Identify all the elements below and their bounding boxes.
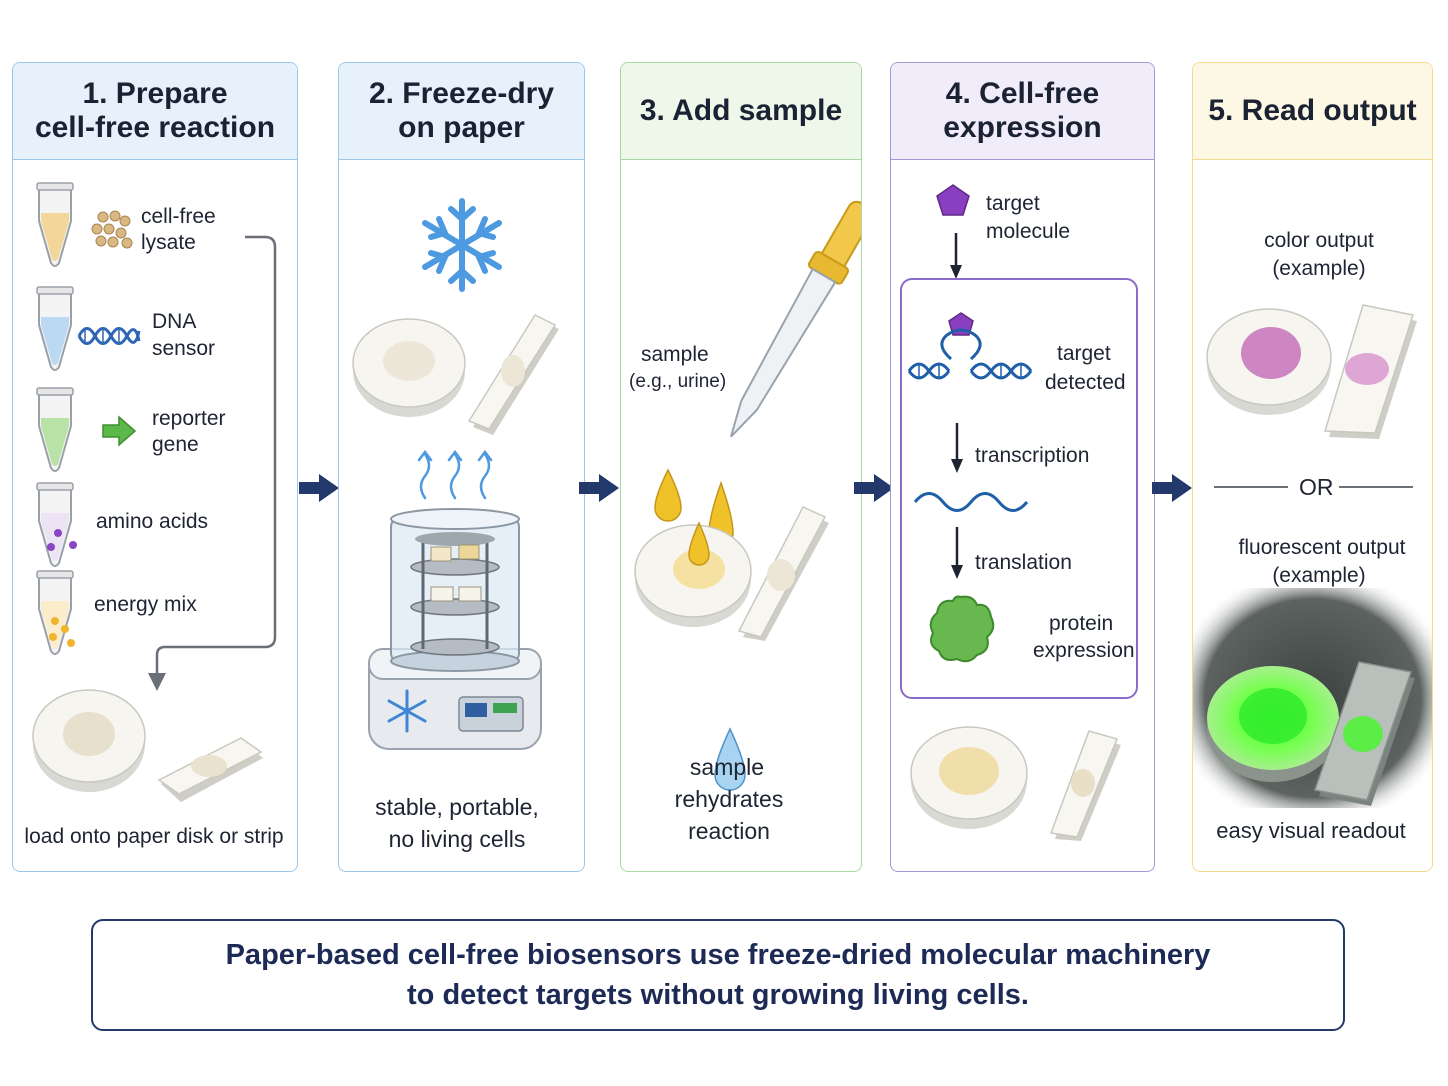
energy-mix-label: energy mix (94, 593, 197, 616)
protein-icon (929, 595, 995, 663)
paper-disk-strip-icon (32, 689, 263, 802)
panel-prepare-header: 1. Prepare cell-free reaction (13, 63, 297, 160)
expression-inner-box (900, 278, 1138, 699)
panel-add-sample-footer-line3: reaction (688, 818, 770, 844)
paper-disk-strip-icon (352, 314, 559, 435)
down-arrow-1-icon (950, 233, 962, 279)
summary-caption-box: Paper-based cell-free biosensors use fre… (91, 919, 1345, 1031)
step-arrow-4-icon (1152, 474, 1192, 502)
panel-prepare: 1. Prepare cell-free reaction cell-free … (12, 62, 298, 872)
protein-label-line1: protein (1049, 612, 1114, 635)
panel-read-output-header: 5. Read output (1193, 63, 1432, 160)
lysate-tube-icon (36, 182, 74, 267)
dna-helix-icon (77, 327, 141, 345)
fluorescent-disk-strip-icon (1193, 588, 1432, 808)
color-disk-strip-icon (1206, 304, 1417, 439)
panel-cell-free-expression: 4. Cell-free expression target molecule … (890, 62, 1155, 872)
color-output-label-line1: color output (1264, 229, 1374, 252)
target-molecule-label-line2: molecule (986, 220, 1071, 243)
down-arrow-2-icon (951, 423, 963, 473)
panel-freeze-dry-footer-line1: stable, portable, (375, 794, 539, 820)
lysate-label-line2: lysate (141, 231, 196, 254)
transcription-label: transcription (975, 444, 1090, 467)
wet-disk-strip-icon (634, 506, 829, 641)
panel-expression-header: 4. Cell-free expression (891, 63, 1154, 160)
reporter-gene-arrow-icon (102, 415, 137, 447)
expressed-disk-strip-icon (910, 726, 1121, 841)
or-divider-left (1214, 486, 1288, 488)
step-arrow-2-icon (579, 474, 619, 502)
snowflake-icon (422, 198, 502, 292)
translation-label: translation (975, 551, 1072, 574)
target-detected-label-line1: target (1057, 342, 1111, 365)
panel-add-sample-footer-line1: sample (689, 754, 765, 780)
sample-label-line2: (e.g., urine) (629, 371, 727, 392)
dropper-icon (730, 200, 861, 438)
panel-add-sample-footer-line2: rehydrates (674, 786, 784, 812)
panel-freeze-dry-title-line1: 2. Freeze-dry (368, 77, 555, 110)
protein-label-line2: expression (1033, 639, 1135, 662)
dna-label-line1: DNA (152, 310, 197, 333)
sensor-dna-icon (907, 312, 1033, 380)
fluor-output-label-line1: fluorescent output (1238, 536, 1406, 559)
panel-read-output: 5. Read output color output (example) OR… (1192, 62, 1433, 872)
or-divider-right (1339, 486, 1413, 488)
panel-freeze-dry-footer-line2: no living cells (388, 826, 526, 852)
panel-add-sample: 3. Add sample sample (e.g., urine) sampl… (620, 62, 862, 872)
panel-read-output-footer: easy visual readout (1216, 818, 1406, 843)
fluor-output-label-line2: (example) (1272, 564, 1366, 587)
reporter-tube-icon (36, 387, 74, 472)
target-molecule-icon (936, 184, 970, 216)
vapor-arrows-icon (417, 449, 493, 500)
dna-tube-icon (36, 286, 74, 371)
dna-label-line2: sensor (152, 337, 216, 360)
down-arrow-3-icon (951, 527, 963, 579)
color-output-label-line2: (example) (1272, 257, 1366, 280)
summary-caption-line2: to detect targets without growing living… (407, 979, 1029, 1011)
reporter-label-line1: reporter (152, 407, 226, 430)
reporter-label-line2: gene (152, 433, 199, 456)
amino-acids-label: amino acids (96, 510, 209, 533)
mrna-wave-icon (913, 492, 1029, 512)
sample-label-line1: sample (641, 343, 709, 366)
panel-add-sample-title: 3. Add sample (639, 94, 843, 127)
or-label: OR (1299, 474, 1334, 500)
panel-prepare-footer: load onto paper disk or strip (24, 825, 284, 848)
target-detected-label-line2: detected (1045, 371, 1126, 394)
lysate-label-line1: cell-free (141, 205, 216, 228)
panel-prepare-title-line2: cell-free reaction (34, 111, 276, 144)
step-arrow-3-icon (854, 474, 894, 502)
summary-caption-line1: Paper-based cell-free biosensors use fre… (225, 939, 1211, 971)
panel-prepare-title-line1: 1. Prepare (82, 77, 228, 110)
panel-expression-title-line1: 4. Cell-free (945, 77, 1100, 110)
panel-read-output-title: 5. Read output (1208, 94, 1417, 127)
lysate-particles-icon (91, 210, 133, 249)
panel-freeze-dry: 2. Freeze-dry on paper (338, 62, 585, 872)
amino-acids-tube-icon (36, 482, 77, 567)
water-drop-icon (714, 727, 746, 791)
load-arrow-icon (148, 235, 277, 691)
panel-expression-title-line2: expression (943, 111, 1102, 144)
energy-mix-tube-icon (36, 570, 75, 655)
target-molecule-label-line1: target (986, 192, 1040, 215)
panel-freeze-dry-header: 2. Freeze-dry on paper (339, 63, 584, 160)
panel-freeze-dry-title-line2: on paper (398, 111, 525, 144)
yellow-drop-left-icon (654, 468, 682, 522)
step-arrow-1-icon (299, 474, 339, 502)
panel-add-sample-header: 3. Add sample (621, 63, 861, 160)
freeze-dryer-icon (368, 508, 542, 750)
